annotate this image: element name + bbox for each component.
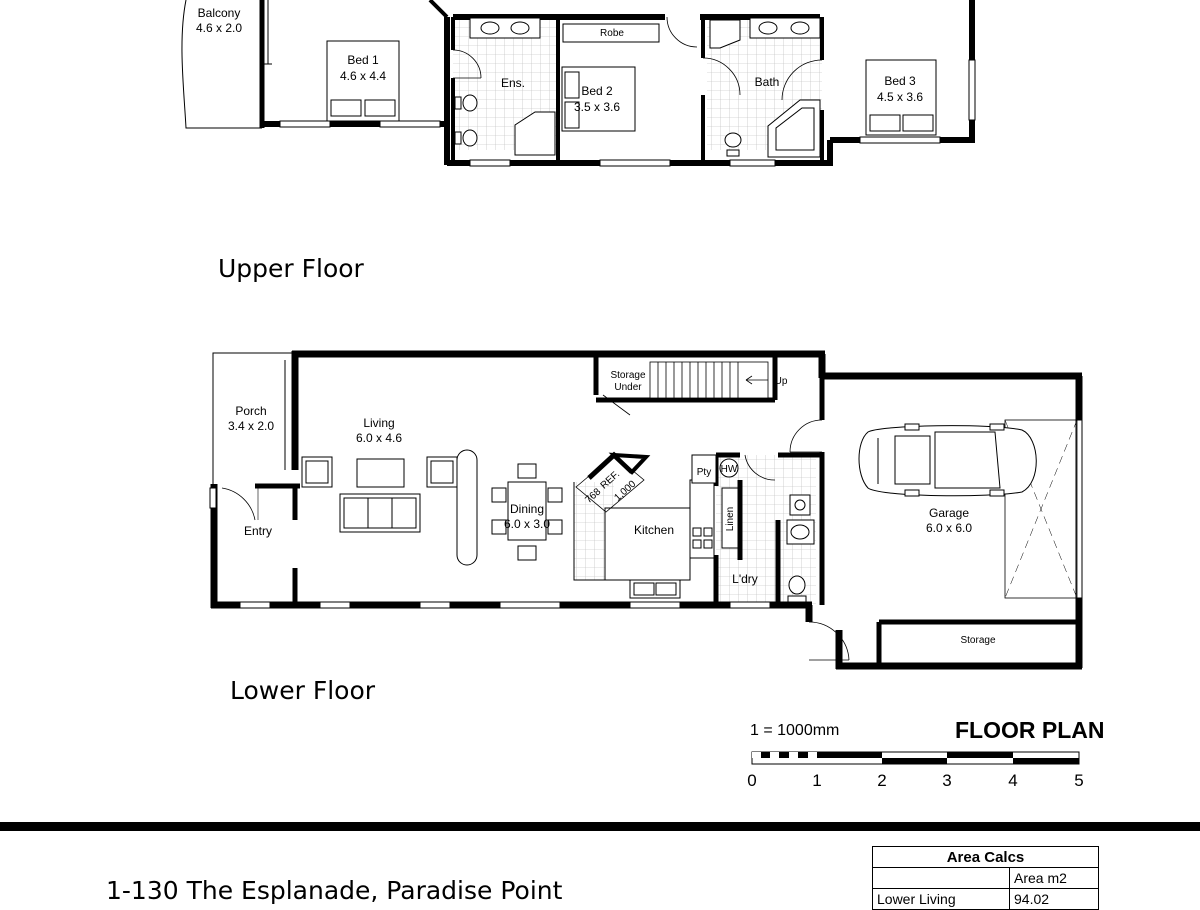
room-bed2-name: Bed 2 (581, 84, 613, 98)
scale-tick-4: 4 (1008, 771, 1018, 790)
stairs-up-label: Up (775, 376, 788, 387)
room-laundry-name: L'dry (732, 572, 758, 586)
table-row: Lower Living 94.02 (872, 888, 1099, 910)
room-balcony-name: Balcony (198, 6, 241, 20)
room-bed3-size: 4.5 x 3.6 (877, 90, 923, 104)
room-balcony-size: 4.6 x 2.0 (196, 21, 242, 35)
room-porch-name: Porch (235, 404, 266, 418)
scale-tick-5: 5 (1074, 771, 1084, 790)
room-entry-name: Entry (244, 524, 272, 538)
room-bed1-size: 4.6 x 4.4 (340, 69, 386, 83)
room-living-size: 6.0 x 4.6 (356, 431, 402, 445)
area-row-label: Lower Living (872, 888, 1010, 910)
scale-ratio-label: 1 = 1000mm (750, 722, 840, 739)
room-bed2-size: 3.5 x 3.6 (574, 100, 620, 114)
room-dining-size: 6.0 x 3.0 (504, 517, 550, 531)
scale-tick-3: 3 (942, 771, 952, 790)
lower-room-labels: Porch 3.4 x 2.0 Living 6.0 x 4.6 Storage… (228, 370, 996, 646)
room-bath-name: Bath (755, 75, 780, 89)
plan-title: FLOOR PLAN (955, 717, 1105, 743)
area-calcs-title-row: Area Calcs (872, 846, 1099, 868)
hot-water-label: HW (721, 464, 738, 475)
upper-floor-plan (181, 0, 976, 167)
room-garage-size: 6.0 x 6.0 (926, 521, 972, 535)
area-calcs-blank-cell (872, 867, 1010, 889)
area-calcs-table: Area Calcs Area m2 Lower Living 94.02 (872, 846, 1099, 910)
area-row-value: 94.02 (1009, 888, 1099, 910)
room-garage-name: Garage (929, 506, 969, 520)
room-porch-size: 3.4 x 2.0 (228, 419, 274, 433)
scale-tick-2: 2 (877, 771, 887, 790)
room-robe-name: Robe (600, 28, 624, 39)
footer-divider (0, 822, 1200, 831)
room-pantry-name: Pty (697, 467, 711, 478)
property-address: 1-130 The Esplanade, Paradise Point (106, 876, 563, 905)
room-kitchen-name: Kitchen (634, 523, 674, 537)
scale-bar (751, 751, 1080, 765)
scale-tick-1: 1 (812, 771, 822, 790)
upper-room-labels: Balcony 4.6 x 2.0 Bed 1 4.6 x 4.4 Ens. R… (196, 6, 923, 114)
room-bed3-name: Bed 3 (884, 74, 916, 88)
area-calcs-header-row: Area m2 (872, 867, 1099, 889)
room-living-name: Living (363, 416, 394, 430)
upper-floor-title: Upper Floor (218, 254, 364, 283)
room-storage-under-sub: Under (614, 382, 642, 393)
room-bed1-name: Bed 1 (347, 53, 379, 67)
scale-tick-0: 0 (747, 771, 757, 790)
area-calcs-unit-header: Area m2 (1009, 867, 1099, 889)
area-calcs-title: Area Calcs (872, 846, 1099, 868)
room-garage-storage-name: Storage (960, 635, 995, 646)
linen-label: Linen (725, 507, 736, 531)
lower-floor-title: Lower Floor (230, 676, 376, 705)
lower-floor-plan (209, 350, 1083, 670)
room-dining-name: Dining (510, 502, 544, 516)
room-ensuite-name: Ens. (501, 76, 525, 90)
room-storage-under-name: Storage (610, 370, 645, 381)
